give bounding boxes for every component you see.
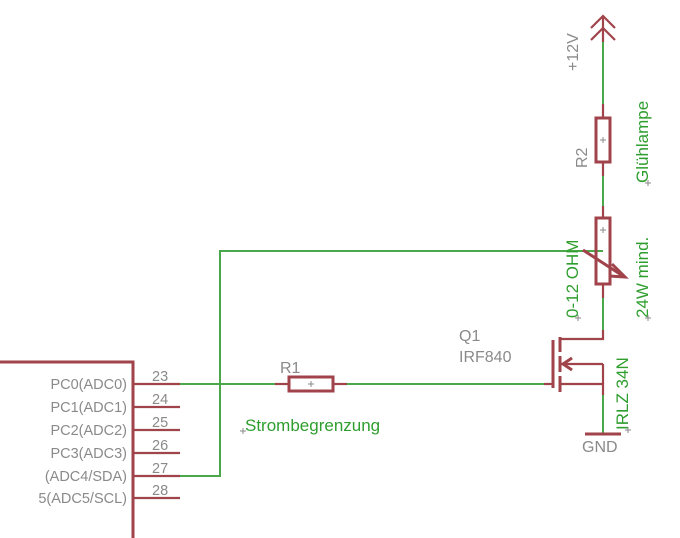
mcu-pin-labels: PC0(ADC0) PC1(ADC1) PC2(ADC2) PC3(ADC3) …	[38, 369, 168, 507]
r1-resistor	[275, 375, 347, 393]
pot-note: 24W mind.	[633, 237, 652, 318]
mcu-pin-leads	[133, 382, 180, 500]
mcu-pin-name: PC1(ADC1)	[50, 400, 127, 416]
mcu-pin-name: PC3(ADC3)	[50, 446, 127, 462]
r1-value: Strombegrenzung	[245, 416, 380, 435]
mcu-pin-number: 23	[152, 369, 168, 385]
supply-label: +12V	[565, 33, 582, 71]
wires	[180, 40, 604, 477]
mcu-pin-name: PC0(ADC0)	[50, 377, 127, 393]
q1-name: Q1	[459, 328, 480, 345]
microcontroller	[0, 360, 180, 538]
mcu-pin-number: 25	[152, 415, 168, 431]
q1-value: IRF840	[459, 349, 512, 366]
origin-markers	[240, 180, 651, 434]
r2-value: Glühlampe	[633, 101, 652, 183]
mcu-pin-name: (ADC4/SDA)	[45, 469, 127, 485]
mcu-pin-number: 28	[152, 483, 168, 499]
mcu-pin-name: 5(ADC5/SCL)	[38, 491, 127, 507]
pot-value: 0-12 OHM	[563, 240, 582, 318]
q1-alt: IRLZ 34N	[613, 357, 632, 430]
r2-name: R2	[574, 147, 591, 168]
mcu-pin-name: PC2(ADC2)	[50, 423, 127, 439]
mosfet-q1	[544, 330, 605, 395]
r1-name: R1	[280, 360, 301, 377]
supply-symbol	[590, 14, 616, 42]
wire-pin27-pot-wiper	[180, 250, 603, 477]
mcu-pin-number: 27	[152, 461, 168, 477]
mcu-pin-number: 26	[152, 438, 168, 454]
mcu-pin-number: 24	[152, 392, 168, 408]
r2-resistor	[594, 104, 612, 176]
ground-label: GND	[582, 439, 618, 456]
potentiometer	[582, 206, 629, 298]
